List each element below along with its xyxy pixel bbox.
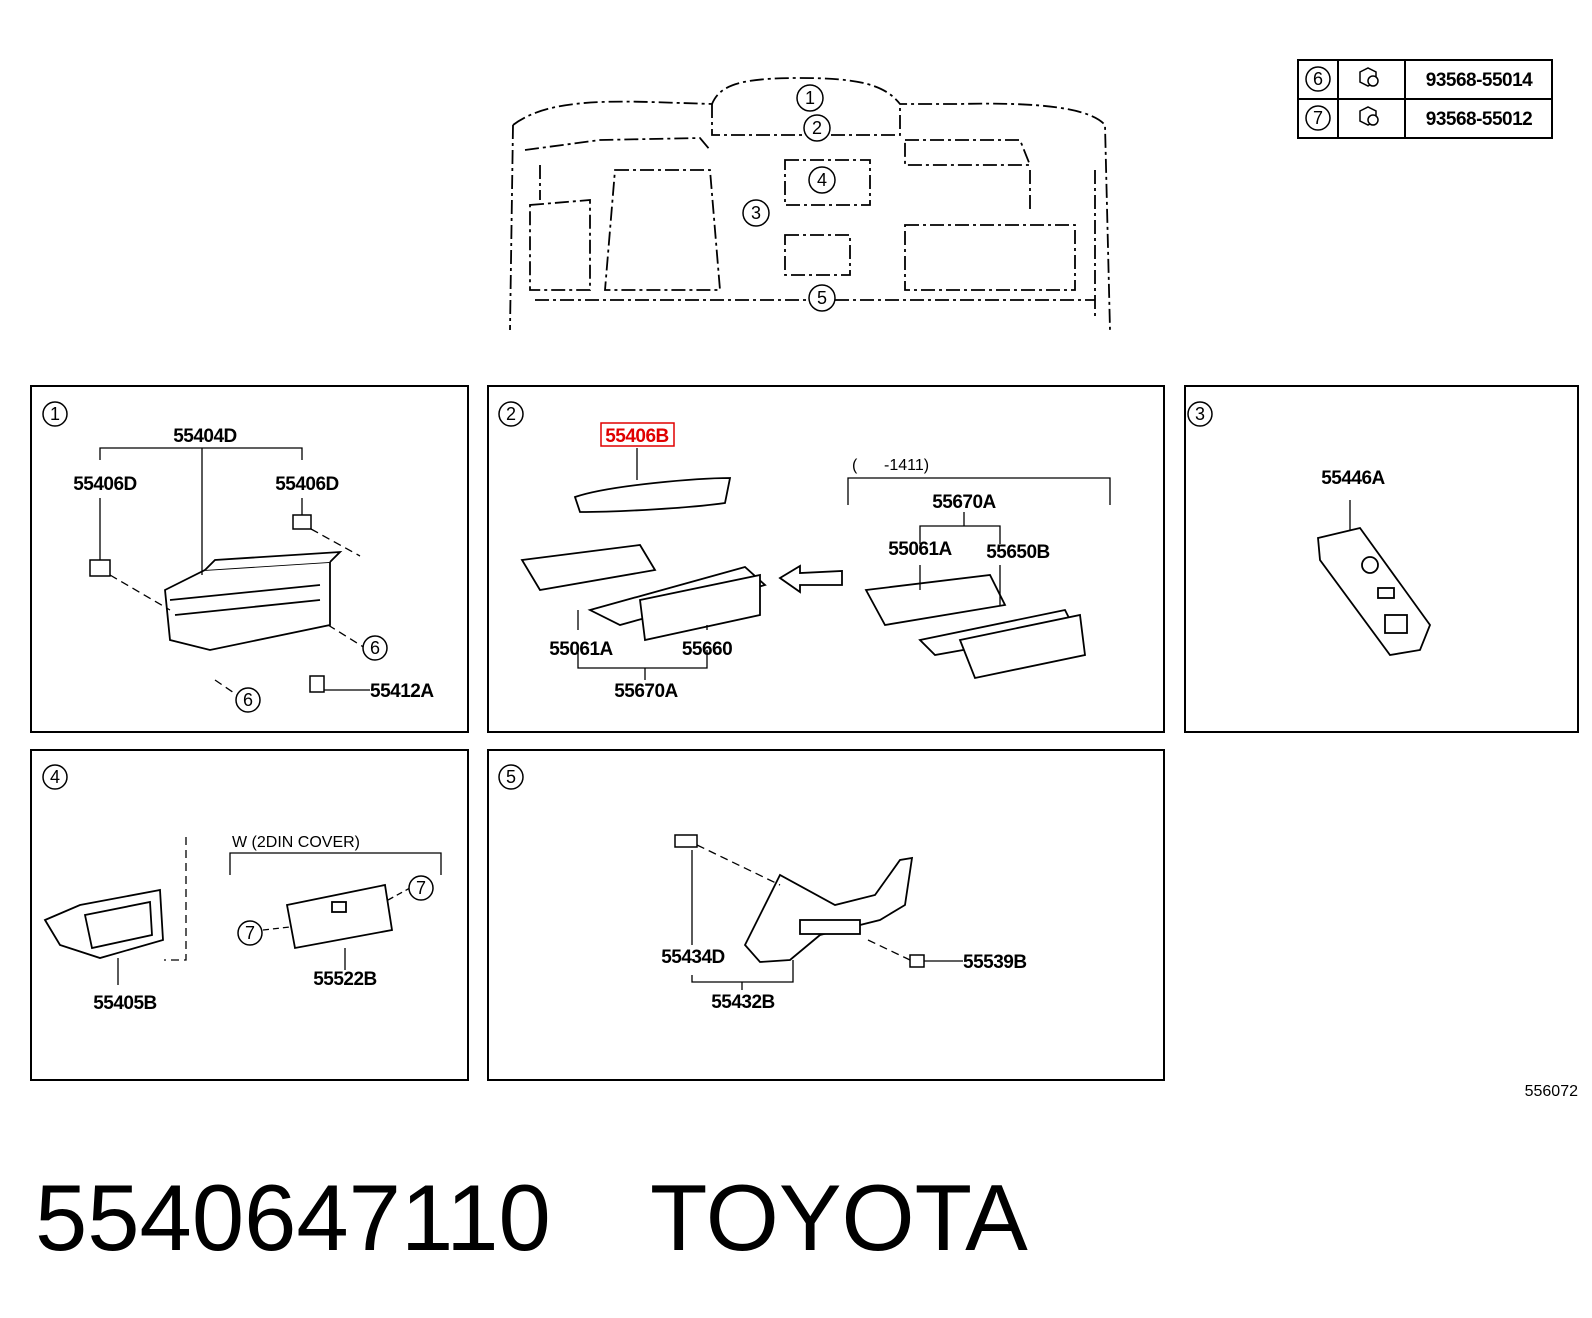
bracket-drawing — [674, 834, 698, 848]
grid-icon — [331, 901, 347, 913]
overview-ref-5: 5 — [817, 288, 827, 308]
panel-5: 5 55434D 55432B 55539B — [498, 764, 1027, 1013]
glove-box-clip-left — [89, 559, 111, 577]
part-label-55650B: 55650B — [986, 542, 1050, 563]
fastener-row-6: 6 93568-55014 — [1305, 66, 1534, 92]
panel-frames — [30, 385, 1579, 1081]
part-label-55446A: 55446A — [1321, 468, 1385, 489]
part-label-55670A-left: 55670A — [614, 681, 678, 702]
left-vent-assembly — [520, 544, 767, 642]
right-vent-assembly — [864, 574, 1086, 680]
glove-box-drawing — [164, 550, 343, 651]
panel-4-ref: 4 — [50, 767, 60, 787]
option-note: W (2DIN COVER) — [232, 834, 360, 851]
fastener-part-number: 93568-55014 — [1426, 70, 1533, 91]
clip-drawing — [909, 954, 925, 968]
overview-ref-2: 2 — [812, 118, 822, 138]
panel-4: 4 W (2DIN COVER) 7 7 55405B 55522B — [42, 764, 442, 1014]
glove-box-clip-bottom — [309, 675, 325, 693]
part-label-55539B: 55539B — [963, 952, 1027, 973]
fastener-part-number: 93568-55012 — [1426, 109, 1533, 130]
diagram-id: 556072 — [1525, 1083, 1578, 1100]
part-label-55405B: 55405B — [93, 993, 157, 1014]
overview-ref-1: 1 — [805, 88, 815, 108]
part-label-55061A-left: 55061A — [549, 639, 613, 660]
frame-drawing — [43, 888, 164, 959]
leader-lines — [117, 837, 442, 985]
part-label-55522B: 55522B — [313, 969, 377, 990]
fastener-ref: 7 — [1313, 108, 1323, 128]
overview-ref-4: 4 — [817, 170, 827, 190]
cover-drawing — [573, 477, 732, 513]
part-label-55660: 55660 — [682, 639, 732, 660]
bolt-ref: 7 — [245, 923, 255, 943]
switch-bezel-drawing — [1317, 526, 1432, 656]
leader-lines — [577, 448, 1111, 680]
condition-note: ( -1411) — [852, 457, 929, 474]
panel-5-ref: 5 — [506, 767, 516, 787]
fastener-table — [1297, 59, 1553, 139]
part-label-55412A: 55412A — [370, 681, 434, 702]
bolt-icon — [1359, 67, 1379, 87]
lower-panel-drawing — [743, 856, 914, 963]
overview-callouts: 1 2 3 4 5 — [742, 84, 836, 312]
panel-1-ref: 1 — [50, 404, 60, 424]
panel-3: 3 55446A — [1187, 401, 1432, 656]
highlighted-part-box — [600, 422, 675, 447]
panel-2: 2 55406B ( — [498, 401, 1111, 702]
bolt-ref: 6 — [370, 638, 380, 658]
cover-drawing — [285, 883, 394, 950]
arrow-icon — [778, 564, 843, 594]
part-label-55670A-right: 55670A — [932, 492, 996, 513]
leader-lines — [99, 447, 370, 698]
part-label-55406D-right: 55406D — [275, 474, 339, 495]
part-label-55406D-left: 55406D — [73, 474, 137, 495]
fastener-ref: 6 — [1313, 69, 1323, 89]
part-label-55404D: 55404D — [173, 426, 237, 447]
part-label-55432B: 55432B — [711, 992, 775, 1013]
bolt-ref: 6 — [243, 690, 253, 710]
overview-ref-3: 3 — [751, 203, 761, 223]
part-label-55406B: 55406B — [605, 426, 669, 447]
bolt-ref: 7 — [416, 878, 426, 898]
leader-lines — [691, 844, 963, 990]
panel-2-ref: 2 — [506, 404, 516, 424]
fastener-row-7: 7 93568-55012 — [1305, 105, 1533, 131]
part-label-55061A-right: 55061A — [888, 539, 952, 560]
footer-part-number: 5540647110 — [35, 1165, 551, 1270]
panel-3-ref: 3 — [1195, 404, 1205, 424]
glove-box-clip-right — [292, 514, 312, 530]
part-label-55434D: 55434D — [661, 947, 725, 968]
bolt-icon — [1359, 106, 1379, 126]
footer-brand: TOYOTA — [650, 1165, 1028, 1270]
panel-1: 1 6 6 55404D 55406D — [42, 401, 435, 713]
